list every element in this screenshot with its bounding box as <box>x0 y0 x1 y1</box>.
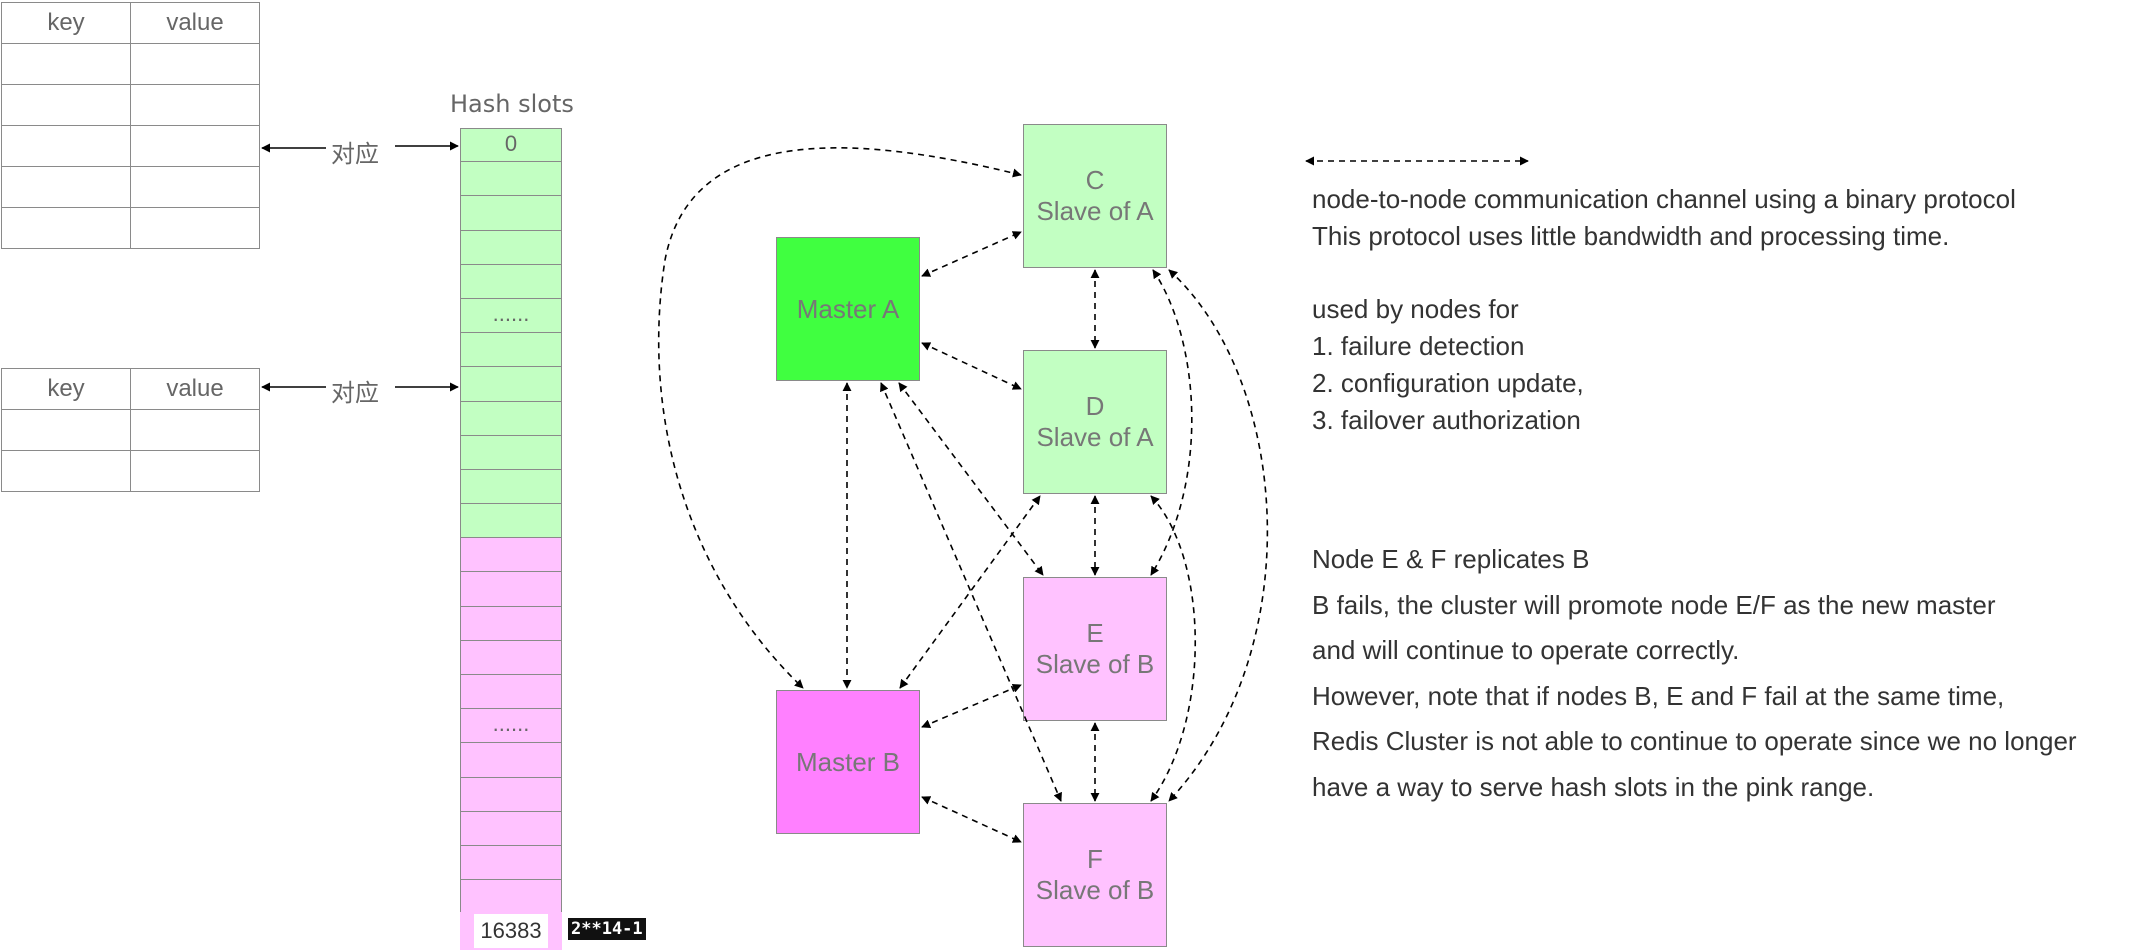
note-line: Node E & F replicates B <box>1312 544 1590 574</box>
table-cell <box>130 43 260 85</box>
table-cell <box>130 450 260 492</box>
table-cell <box>1 84 131 126</box>
note-line: and will continue to operate correctly. <box>1312 635 1740 665</box>
legend-line: node-to-node communication channel using… <box>1312 184 2016 214</box>
value-header: value <box>130 2 260 44</box>
hash-slot <box>460 401 562 436</box>
table-row <box>1 125 260 167</box>
link-d-f <box>1150 495 1196 802</box>
legend-use-item: 2. configuration update, <box>1312 368 1584 398</box>
hash-slot-ellipsis: ...... <box>460 709 562 744</box>
kv-table-bottom: key value <box>1 368 260 492</box>
link-mb-f <box>921 796 1022 843</box>
key-header: key <box>1 368 131 410</box>
link-c-f <box>1168 269 1269 802</box>
node-label: E <box>1086 618 1104 648</box>
table-cell <box>1 409 131 451</box>
hash-slot <box>460 606 562 641</box>
key-header: key <box>1 2 131 44</box>
legend-uses-title: used by nodes for <box>1312 294 1519 324</box>
hash-slot-ellipsis: ...... <box>460 298 562 334</box>
hash-slot <box>460 743 562 778</box>
note-line: B fails, the cluster will promote node E… <box>1312 589 1996 620</box>
node-role: Slave of A <box>1036 196 1154 226</box>
hash-slots-column: 0 ...... ...... <box>460 128 562 915</box>
legend-use-item: 1. failure detection <box>1312 331 1525 361</box>
table-cell <box>130 125 260 167</box>
node-label: F <box>1087 844 1103 874</box>
hash-slot <box>460 504 562 539</box>
table-row <box>1 84 260 126</box>
hash-slot <box>460 367 562 402</box>
value-header: value <box>130 368 260 410</box>
table-cell <box>130 84 260 126</box>
link-ma-f <box>880 382 1062 802</box>
link-ma-e <box>898 382 1044 576</box>
failover-notes: Node E & F replicates B B fails, the clu… <box>1312 537 2077 810</box>
link-ma-d <box>921 342 1022 390</box>
node-label: C <box>1085 165 1105 195</box>
hash-slot <box>460 196 562 231</box>
node-label: D <box>1085 391 1105 421</box>
hash-slot <box>460 811 562 846</box>
table-row <box>1 166 260 208</box>
table-cell <box>1 125 131 167</box>
hash-slot <box>460 230 562 265</box>
hash-slot <box>460 880 562 915</box>
table-cell <box>1 450 131 492</box>
legend-description: node-to-node communication channel using… <box>1312 181 2016 439</box>
kv-table-header: key value <box>1 2 260 44</box>
link-c-mb <box>657 147 1022 689</box>
table-cell <box>1 207 131 249</box>
hash-slot <box>460 264 562 299</box>
hash-slot <box>460 572 562 607</box>
spacer <box>1312 255 2016 291</box>
legend-use-item: 3. failover authorization <box>1312 405 1581 435</box>
link-c-e <box>1150 269 1193 576</box>
note-line: have a way to serve hash slots in the pi… <box>1312 771 1875 802</box>
table-cell <box>130 207 260 249</box>
hash-slot <box>460 675 562 710</box>
hash-slot-count-note: 2**14-1 <box>568 918 646 940</box>
kv-table-header: key value <box>1 368 260 410</box>
hash-slot <box>460 640 562 675</box>
hash-slot <box>460 538 562 573</box>
hash-slot-last: 16383 <box>460 912 562 950</box>
hash-slot-last-label: 16383 <box>474 914 548 948</box>
mapping-label: 对应 <box>331 140 379 168</box>
hash-slot <box>460 777 562 812</box>
link-ma-c <box>921 231 1022 277</box>
hash-slot-first: 0 <box>460 128 562 163</box>
hash-slot <box>460 845 562 881</box>
kv-table-top: key value <box>1 2 260 249</box>
legend-line: This protocol uses little bandwidth and … <box>1312 221 1950 251</box>
link-mb-e <box>921 684 1022 728</box>
table-row <box>1 450 260 492</box>
note-line: Redis Cluster is not able to continue to… <box>1312 726 2077 756</box>
hash-slots-title: Hash slots <box>450 90 574 118</box>
table-row <box>1 409 260 451</box>
node-f: F Slave of B <box>1023 803 1167 947</box>
note-line: However, note that if nodes B, E and F f… <box>1312 680 2005 711</box>
node-role: Slave of B <box>1035 875 1155 905</box>
table-row <box>1 207 260 249</box>
hash-slot <box>460 435 562 470</box>
table-cell <box>130 409 260 451</box>
link-mb-d <box>899 495 1041 689</box>
table-row <box>1 43 260 85</box>
mapping-label: 对应 <box>331 379 379 407</box>
node-c: C Slave of A <box>1023 124 1167 268</box>
hash-slot <box>460 333 562 368</box>
hash-slot <box>460 469 562 505</box>
hash-slot <box>460 162 562 197</box>
